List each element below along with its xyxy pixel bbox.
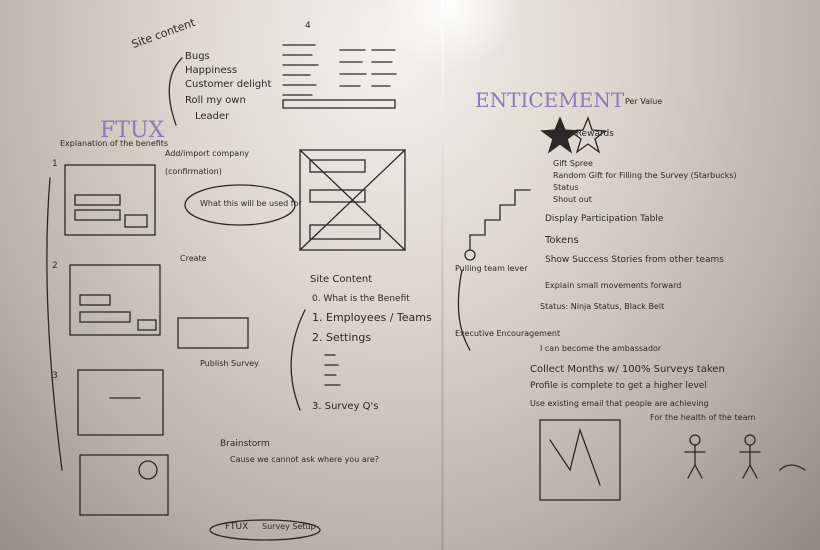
enticement-note: Status (553, 183, 579, 192)
enticement-note: Pulling team lever (455, 264, 528, 273)
enticement-note: Shout out (553, 195, 592, 204)
enticement-note: Profile is complete to get a higher leve… (530, 381, 707, 391)
content-list-item: 0. What is the Benefit (312, 294, 410, 304)
enticement-title: ENTICEMENT (475, 88, 625, 112)
brainstorm-line: Cause we cannot ask where you are? (230, 455, 379, 464)
site-item: Leader (195, 111, 230, 122)
content-list-item: 1. Employees / Teams (312, 311, 432, 324)
site-item: Customer delight (185, 79, 272, 90)
enticement-note: I can become the ambassador (540, 344, 662, 353)
site-item: Bugs (185, 51, 210, 62)
step-label: 3 (52, 371, 58, 381)
enticement-note: Gift Spree (553, 159, 593, 168)
ftux-note: Explanation of the benefits (60, 139, 169, 148)
step-label: 4 (305, 21, 311, 31)
board-seam (441, 0, 444, 550)
site-item: Happiness (185, 65, 238, 76)
enticement-note: SPA - Rewards (550, 129, 614, 139)
enticement-note: Executive Encouragement (455, 329, 561, 338)
enticement-note: Display Participation Table (545, 214, 664, 224)
enticement-note: Collect Months w/ 100% Surveys taken (530, 364, 725, 375)
brainstorm-title: Brainstorm (220, 439, 270, 449)
content-list-item: 3. Survey Q's (312, 401, 379, 412)
ftux-note: What this will be used for (200, 199, 302, 208)
step-label: 1 (52, 159, 58, 169)
ftux-note: Publish Survey (200, 359, 259, 368)
enticement-note: Show Success Stories from other teams (545, 255, 724, 265)
ftux-note: Create (180, 254, 207, 263)
ftux-title: FTUX (100, 118, 165, 143)
brainstorm-line: FTUX (225, 522, 249, 532)
enticement-note: Per Value (625, 97, 663, 106)
enticement-note: Use existing email that people are achie… (530, 399, 709, 408)
enticement-note: Random Gift for Filling the Survey (Star… (553, 171, 737, 180)
ftux-note: (confirmation) (165, 167, 222, 176)
enticement-note: Tokens (545, 235, 579, 246)
enticement-note: For the health of the team (650, 413, 756, 422)
light-glare (380, 0, 520, 70)
content-list-item: 2. Settings (312, 331, 372, 344)
brainstorm-line: Survey Setup (262, 522, 316, 531)
site-content-2-title: Site Content (310, 274, 373, 285)
enticement-note: Explain small movements forward (545, 281, 682, 290)
ftux-note: Add/import company (165, 149, 250, 158)
site-item: Roll my own (185, 95, 246, 106)
step-label: 2 (52, 261, 58, 271)
enticement-note: Status: Ninja Status, Black Belt (540, 302, 665, 311)
